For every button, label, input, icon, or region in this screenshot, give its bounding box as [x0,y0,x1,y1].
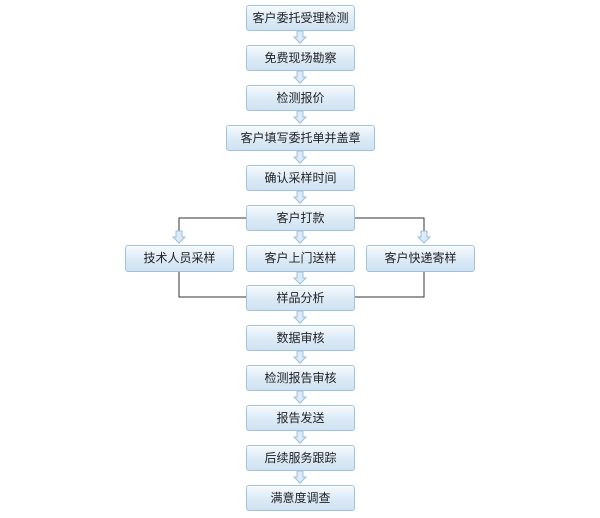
step-7-customer-delivery: 客户上门送样 [246,245,355,272]
down-arrow-icon [292,271,308,285]
step-10-report-review: 检测报告审核 [246,365,355,391]
step-8-sample-analysis: 样品分析 [246,285,355,311]
down-arrow-icon [292,150,308,164]
step-7-courier-sample: 客户快递寄样 [366,245,475,272]
step-3-quotation: 检测报价 [246,85,355,111]
step-2-site-survey: 免费现场勘察 [246,45,355,71]
step-9-data-review: 数据审核 [246,325,355,351]
step-7-staff-sampling: 技术人员采样 [125,245,234,272]
step-12-followup: 后续服务跟踪 [246,445,355,471]
down-arrow-icon [292,230,308,244]
down-arrow-icon [416,230,432,244]
down-arrow-icon [292,350,308,364]
down-arrow-icon [292,70,308,84]
down-arrow-icon [171,230,187,244]
step-13-satisfaction: 满意度调查 [246,485,355,511]
step-5-confirm-time: 确认采样时间 [246,165,355,191]
down-arrow-icon [292,110,308,124]
branch-line-left [178,217,246,235]
merge-line-left [178,271,246,298]
merge-line-right [355,271,425,298]
step-6-payment: 客户打款 [246,205,355,231]
down-arrow-icon [292,390,308,404]
branch-line-right [355,217,425,235]
down-arrow-icon [292,190,308,204]
step-4-fill-form: 客户填写委托单并盖章 [226,125,375,151]
down-arrow-icon [292,430,308,444]
step-11-report-send: 报告发送 [246,405,355,431]
step-1-entrust-accept: 客户委托受理检测 [246,5,355,31]
down-arrow-icon [292,310,308,324]
down-arrow-icon [292,470,308,484]
down-arrow-icon [292,30,308,44]
